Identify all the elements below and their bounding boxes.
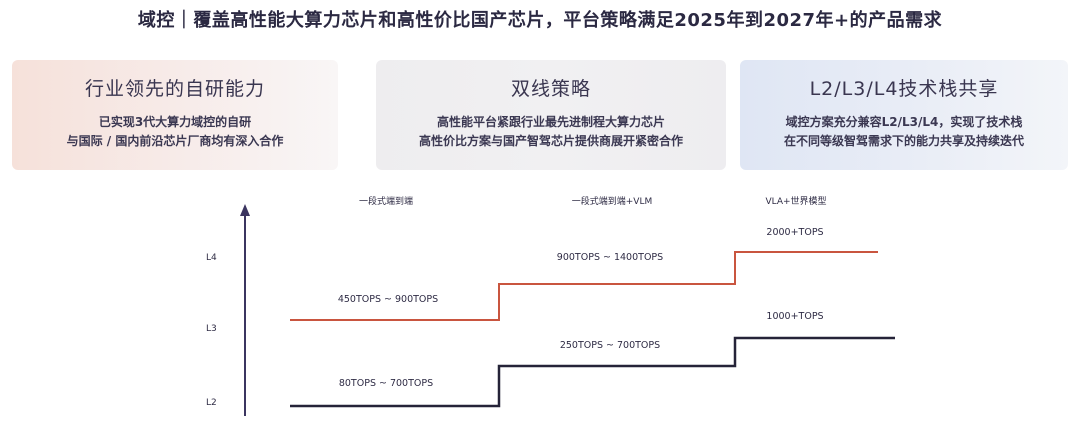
level-label-l2: L2: [206, 398, 217, 408]
lower-step-label-2: 250TOPS ~ 700TOPS: [560, 340, 660, 351]
phase-label-2: 一段式端到端+VLM: [572, 195, 652, 207]
upper-step-label-1: 450TOPS ~ 900TOPS: [338, 294, 438, 305]
card-dual-strategy: 双线策略 高性能平台紧跟行业最先进制程大算力芯片 高性价比方案与国产智驾芯片提供…: [376, 60, 726, 170]
level-label-l4: L4: [206, 253, 217, 263]
upper-step-line: [290, 251, 878, 321]
phase-label-3: VLA+世界模型: [765, 195, 826, 207]
card-title: L2/L3/L4技术栈共享: [809, 78, 999, 100]
lower-step-label-3: 1000+TOPS: [766, 311, 823, 322]
card-line: 高性价比方案与国产智驾芯片提供商展开紧密合作: [418, 134, 683, 148]
card-line: 高性能平台紧跟行业最先进制程大算力芯片: [436, 115, 665, 129]
card-line: 域控方案充分兼容L2/L3/L4，实现了技术栈: [785, 115, 1023, 129]
card-title: 行业领先的自研能力: [84, 78, 265, 100]
card-tech-stack-sharing: L2/L3/L4技术栈共享 域控方案充分兼容L2/L3/L4，实现了技术栈 在不…: [740, 60, 1068, 170]
level-label-l3: L3: [206, 324, 217, 334]
upper-step-label-2: 900TOPS ~ 1400TOPS: [557, 252, 663, 263]
card-title: 双线策略: [510, 78, 591, 100]
card-line: 在不同等级智驾需求下的能力共享及持续迭代: [783, 134, 1024, 148]
phase-label-1: 一段式端到端: [359, 195, 413, 207]
lower-step-line: [290, 336, 895, 408]
card-line: 与国际 / 国内前沿芯片厂商均有深入合作: [66, 134, 284, 148]
page-title: 域控｜覆盖高性能大算力芯片和高性价比国产芯片，平台策略满足2025年到2027年…: [137, 10, 943, 31]
upper-step-label-3: 2000+TOPS: [766, 227, 823, 238]
y-axis-arrow: [240, 204, 250, 216]
card-line: 已实现3代大算力域控的自研: [98, 115, 252, 129]
card-rd-capability: 行业领先的自研能力 已实现3代大算力域控的自研 与国际 / 国内前沿芯片厂商均有…: [12, 60, 338, 170]
lower-step-label-1: 80TOPS ~ 700TOPS: [339, 378, 433, 389]
